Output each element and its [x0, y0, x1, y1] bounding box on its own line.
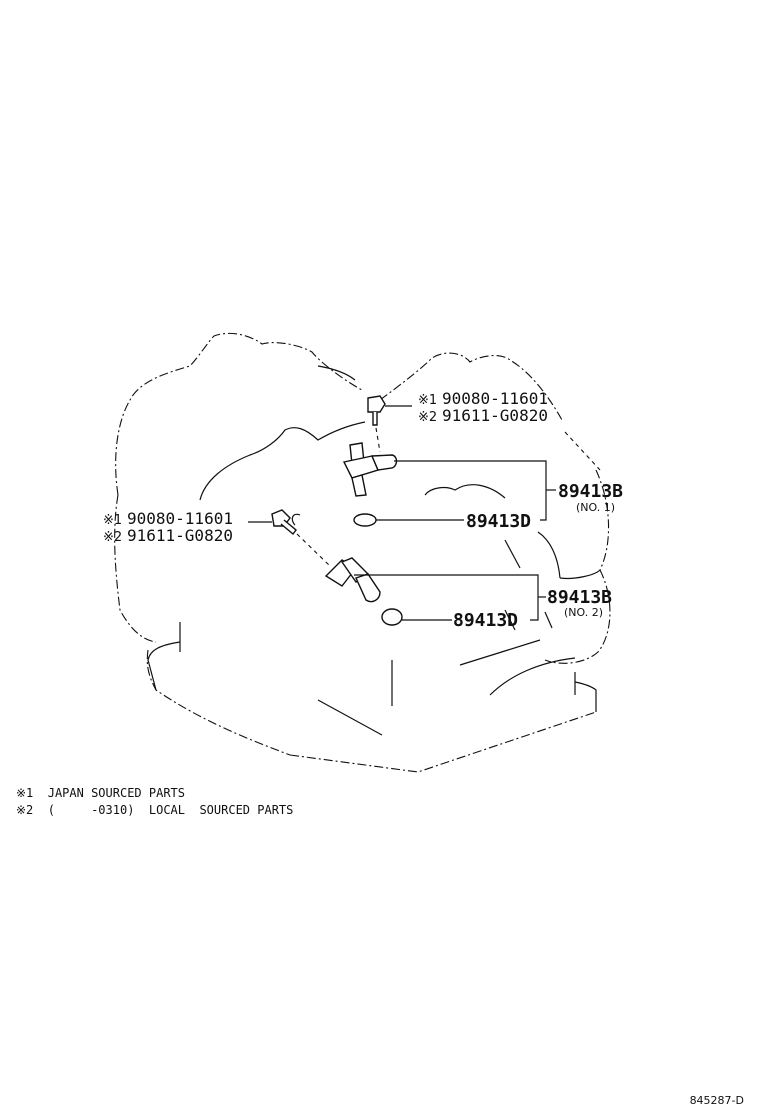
mark-1: ※1: [103, 513, 122, 528]
callout-sensor-no2: 89413B (NO. 2): [547, 587, 612, 619]
housing-outline: [114, 332, 611, 773]
callout-sensor-no1: 89413B (NO. 1): [558, 481, 623, 514]
part-number: 89413B: [558, 481, 623, 502]
callout-bolt-left: ※1 90080-11601 ※2 91611-G0820: [103, 509, 233, 545]
note-japan-sourced: ※1 JAPAN SOURCED PARTS: [16, 786, 185, 800]
upper-bolt: [367, 395, 412, 453]
figure-id: 845287-D: [690, 1094, 744, 1107]
part-number: 89413D: [466, 511, 531, 532]
mark-1: ※1: [418, 393, 437, 408]
part-number: 91611-G0820: [442, 406, 548, 425]
callout-oring-no2: 89413D: [453, 610, 518, 631]
mark-2: ※2: [418, 410, 437, 425]
footnotes: ※1 JAPAN SOURCED PARTS ※2 ( -0310) LOCAL…: [16, 786, 293, 817]
part-number: 89413D: [453, 610, 518, 631]
left-bolt: [248, 509, 331, 567]
part-number: 90080-11601: [127, 509, 233, 528]
oring-no1: [353, 513, 464, 527]
oring-no2: [381, 608, 452, 626]
part-number: 91611-G0820: [127, 526, 233, 545]
callout-bolt-upper: ※1 90080-11601 ※2 91611-G0820: [418, 389, 548, 425]
callout-oring-no1: 89413D: [466, 511, 531, 532]
sensor-no2: [324, 557, 546, 621]
note-local-sourced: ※2 ( -0310) LOCAL SOURCED PARTS: [16, 803, 293, 817]
position-label: (NO. 2): [564, 606, 603, 619]
sensor-no1: [342, 442, 556, 521]
part-number: 90080-11601: [442, 389, 548, 408]
part-number: 89413B: [547, 587, 612, 608]
position-label: (NO. 1): [576, 501, 615, 514]
mark-2: ※2: [103, 530, 122, 545]
